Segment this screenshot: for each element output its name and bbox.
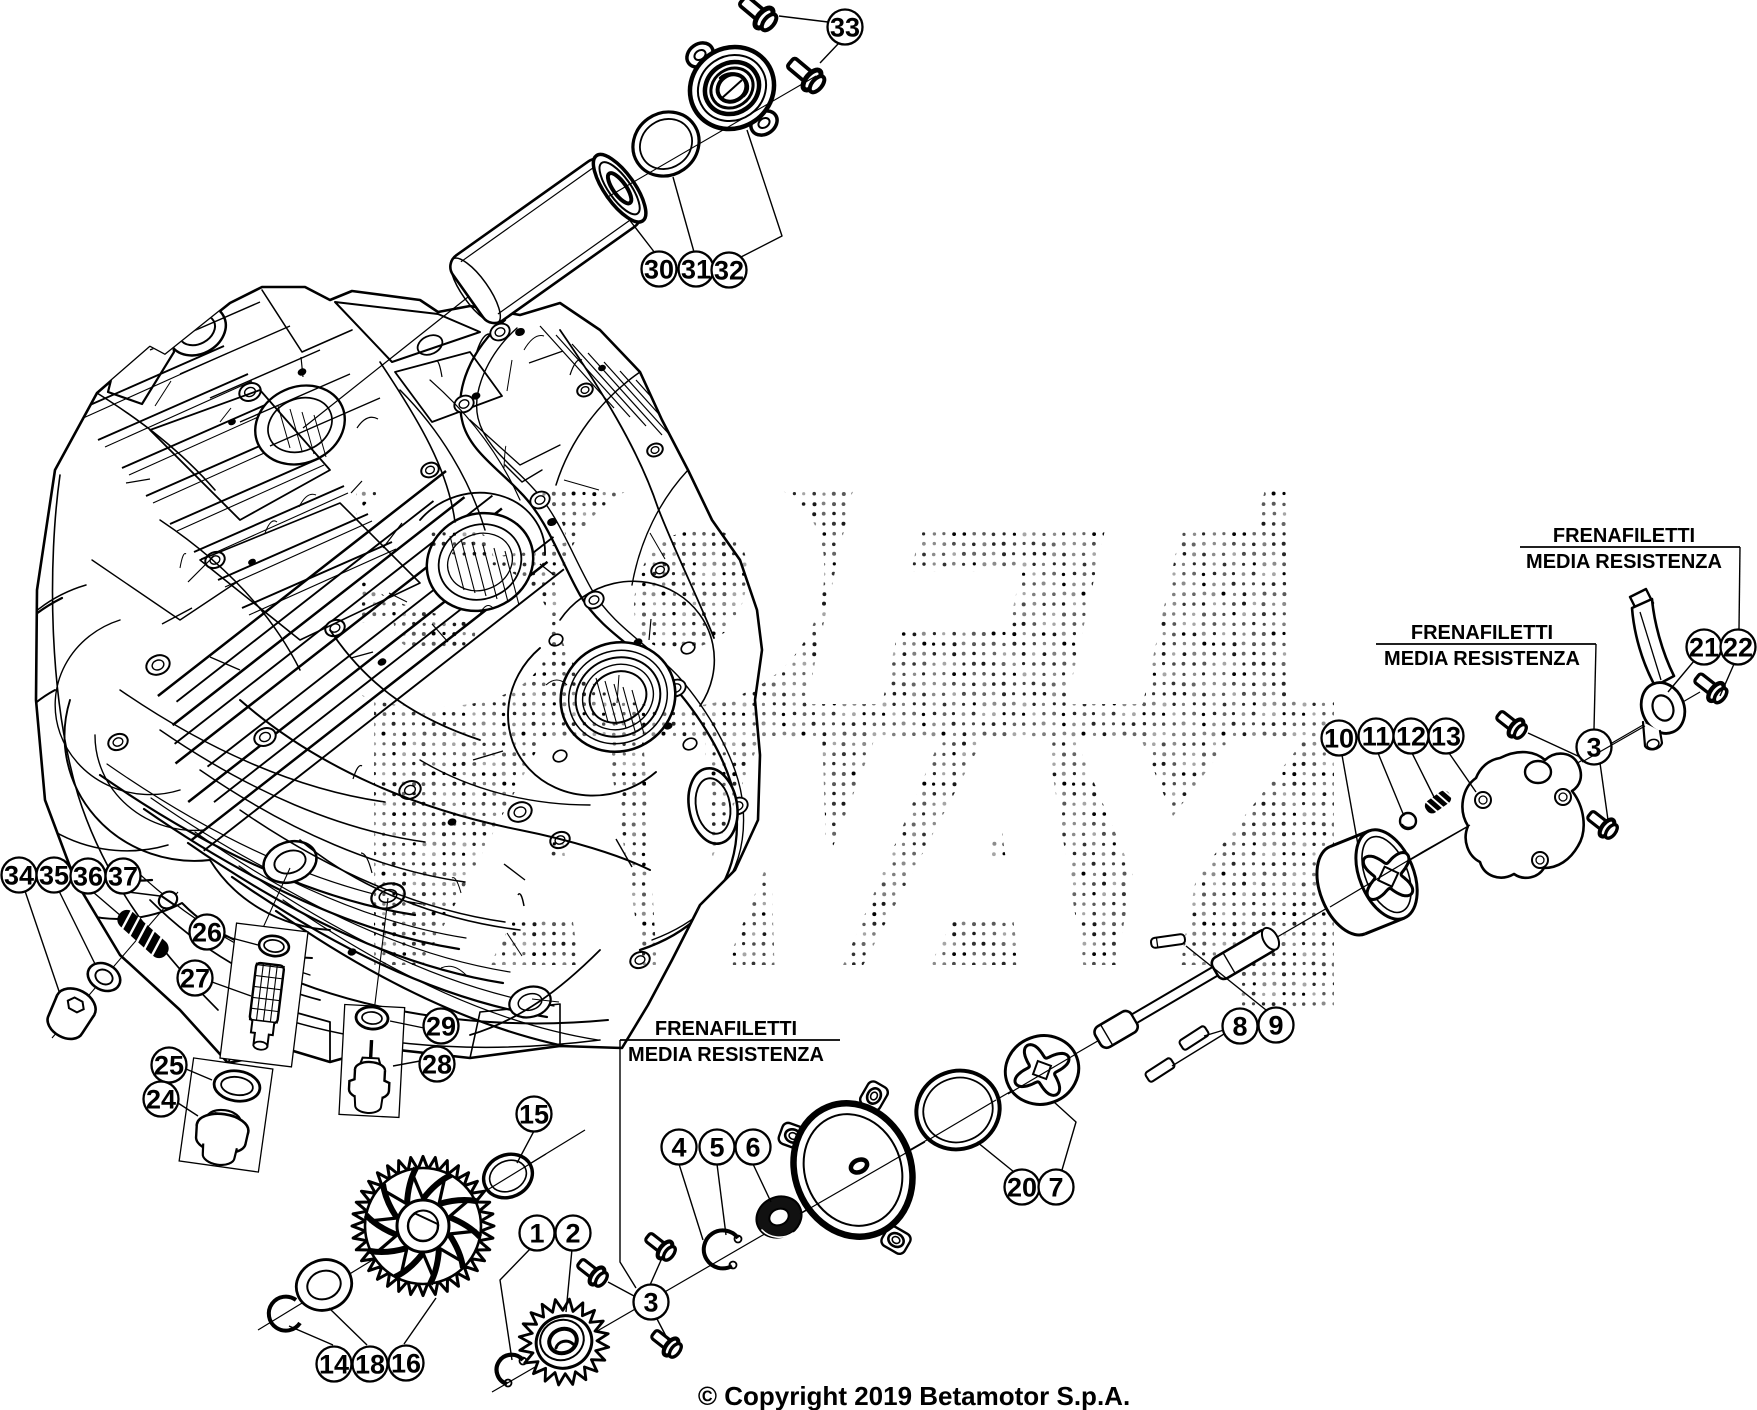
svg-text:22: 22	[1723, 632, 1753, 662]
svg-text:16: 16	[391, 1348, 421, 1378]
svg-text:© Copyright 2019 Betamotor S.p: © Copyright 2019 Betamotor S.p.A.	[698, 1381, 1130, 1410]
svg-text:MEDIA RESISTENZA: MEDIA RESISTENZA	[1384, 648, 1580, 670]
svg-text:8: 8	[1232, 1011, 1247, 1041]
svg-text:27: 27	[180, 963, 210, 993]
svg-text:6: 6	[745, 1132, 760, 1162]
svg-text:3: 3	[1586, 732, 1601, 762]
svg-text:34: 34	[4, 860, 34, 890]
svg-text:11: 11	[1362, 721, 1391, 751]
svg-text:FRENAFILETTI: FRENAFILETTI	[1411, 622, 1553, 644]
svg-text:36: 36	[73, 861, 103, 891]
svg-text:FRENAFILETTI: FRENAFILETTI	[1553, 525, 1695, 547]
svg-text:28: 28	[422, 1049, 452, 1079]
svg-text:31: 31	[681, 254, 711, 284]
svg-text:30: 30	[644, 254, 674, 284]
svg-text:26: 26	[192, 917, 222, 947]
svg-text:24: 24	[146, 1084, 176, 1114]
svg-text:12: 12	[1396, 721, 1426, 751]
svg-text:3: 3	[643, 1287, 658, 1317]
svg-text:10: 10	[1324, 723, 1354, 753]
svg-text:5: 5	[709, 1132, 724, 1162]
svg-text:33: 33	[830, 12, 860, 42]
svg-text:21: 21	[1689, 632, 1719, 662]
svg-text:18: 18	[355, 1349, 385, 1379]
svg-text:2: 2	[565, 1218, 580, 1248]
svg-text:20: 20	[1007, 1172, 1037, 1202]
svg-text:14: 14	[319, 1349, 349, 1379]
svg-text:13: 13	[1431, 721, 1461, 751]
svg-text:37: 37	[108, 861, 138, 891]
svg-text:32: 32	[714, 255, 744, 285]
svg-text:9: 9	[1268, 1010, 1283, 1040]
svg-text:1: 1	[529, 1218, 544, 1248]
svg-text:25: 25	[154, 1050, 184, 1080]
svg-text:35: 35	[39, 860, 69, 890]
svg-text:15: 15	[519, 1099, 549, 1129]
svg-text:7: 7	[1048, 1172, 1063, 1202]
svg-text:4: 4	[671, 1132, 686, 1162]
svg-text:29: 29	[426, 1011, 456, 1041]
svg-text:MEDIA RESISTENZA: MEDIA RESISTENZA	[628, 1044, 824, 1066]
svg-text:MEDIA RESISTENZA: MEDIA RESISTENZA	[1526, 551, 1722, 573]
svg-text:FRENAFILETTI: FRENAFILETTI	[655, 1018, 797, 1040]
